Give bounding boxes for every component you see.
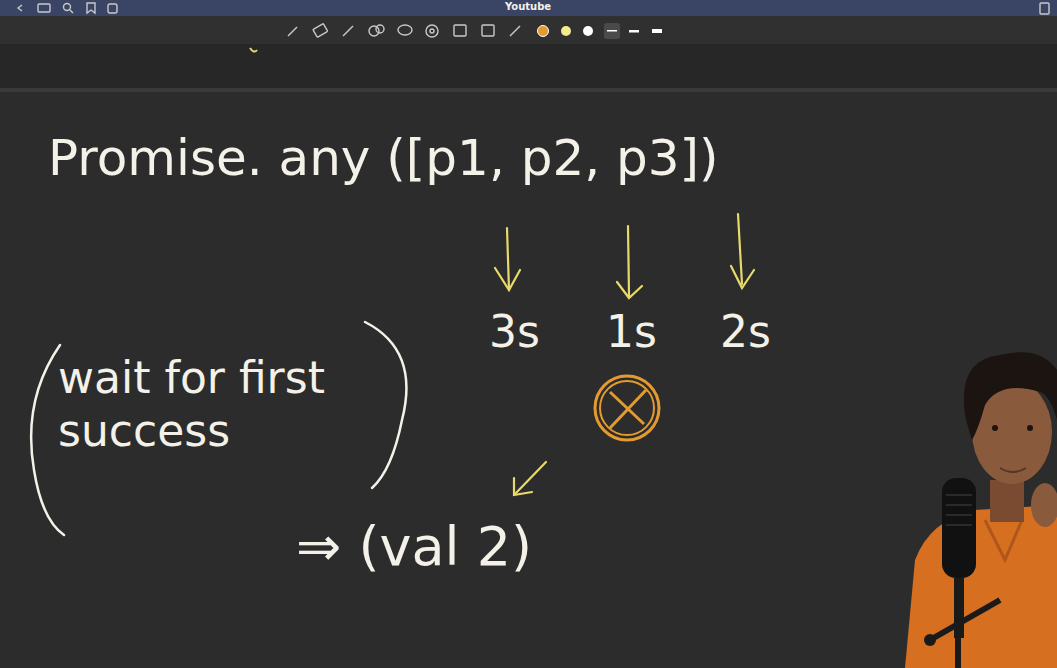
crossed-circle: [595, 376, 659, 440]
stroke-option: [652, 29, 662, 33]
result-text: ⇒ (val 2): [296, 515, 532, 580]
title-bar: [0, 0, 1057, 16]
color-swatch: [583, 26, 593, 36]
page-band: [0, 44, 1057, 90]
stray-stroke: [250, 48, 257, 52]
code-heading: Promise. any ([p1, p2, p3]): [48, 128, 719, 188]
timing-label: 3s: [489, 306, 540, 359]
stroke-selector: [604, 23, 620, 39]
timing-label: 1s: [606, 306, 657, 359]
window-title: Youtube: [505, 1, 551, 13]
color-swatch: [538, 26, 549, 37]
color-swatch: [561, 26, 571, 36]
brace: [31, 322, 406, 535]
page-separator: [0, 88, 1057, 92]
stroke-option: [629, 30, 639, 33]
toolbar: [0, 16, 1057, 44]
stroke-option: [607, 30, 617, 32]
timing-label: 2s: [720, 306, 771, 359]
note-text: wait for first success: [58, 352, 378, 458]
presenter: [905, 352, 1057, 668]
